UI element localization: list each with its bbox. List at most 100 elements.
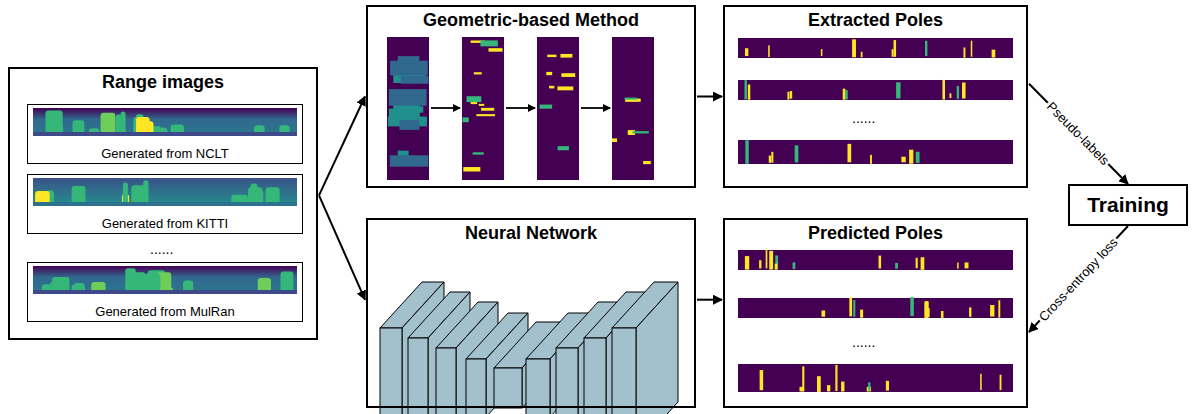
image-panel: Generated from NCLT xyxy=(27,104,303,164)
pole-strip xyxy=(738,140,1013,164)
image-caption: Generated from NCLT xyxy=(28,146,302,161)
illustration-stroke xyxy=(389,89,427,106)
illustration-stroke xyxy=(744,80,746,99)
pole-strip xyxy=(738,364,1013,392)
illustration-stroke xyxy=(745,256,749,269)
illustration-stroke xyxy=(849,298,852,317)
stage-box: Geometric-based Method xyxy=(366,5,696,188)
stage-box: Predicted Poles xyxy=(723,218,1028,408)
illustration-stroke xyxy=(916,152,920,163)
illustration-stroke xyxy=(473,152,484,154)
step-arrow xyxy=(431,107,460,109)
illustration-stroke xyxy=(759,260,761,268)
illustration-stroke xyxy=(766,249,768,269)
illustration-stroke xyxy=(950,93,952,98)
box-label: Training xyxy=(1087,193,1169,217)
illustration-stroke xyxy=(398,56,420,74)
image-caption: Generated from KITTI xyxy=(28,216,302,231)
illustration-stroke xyxy=(633,131,649,133)
range-image xyxy=(33,178,297,206)
illustration-stroke xyxy=(963,47,965,57)
illustration-stroke xyxy=(546,72,552,75)
flow-arrow xyxy=(319,97,365,196)
network-layer xyxy=(380,328,402,414)
illustration-stroke xyxy=(992,50,996,58)
illustration-stroke xyxy=(748,84,750,99)
illustration-stroke xyxy=(901,157,905,163)
illustration-stroke xyxy=(775,255,778,269)
illustration-stroke xyxy=(910,297,914,316)
illustration-stroke xyxy=(848,144,852,162)
network-layer xyxy=(526,359,550,414)
illustration-stroke xyxy=(892,49,894,57)
illustration-stroke xyxy=(481,108,494,111)
illustration-stroke xyxy=(790,91,792,99)
illustration-stroke xyxy=(760,370,764,390)
illustration-stroke xyxy=(928,308,930,317)
flow-arrow xyxy=(1029,226,1128,332)
illustration-stroke xyxy=(861,52,863,57)
flow-arrow xyxy=(1029,84,1128,184)
illustration-stroke xyxy=(33,132,297,136)
illustration-stroke xyxy=(969,307,971,316)
network-layer xyxy=(636,282,678,414)
illustration-stroke xyxy=(942,80,945,100)
illustration-stroke xyxy=(957,263,959,269)
image-panel: Generated from MulRan xyxy=(27,262,303,322)
illustration-stroke xyxy=(822,310,826,316)
illustration-stroke xyxy=(1000,375,1002,390)
range-column xyxy=(462,37,504,180)
illustration-stroke xyxy=(962,83,966,99)
illustration-stroke xyxy=(463,167,480,171)
box-title: Predicted Poles xyxy=(725,223,1026,244)
illustration-stroke xyxy=(821,49,823,56)
illustration-stroke xyxy=(870,155,872,164)
ellipsis: ...... xyxy=(852,334,875,350)
flow-arrow xyxy=(697,299,722,301)
illustration-stroke xyxy=(843,89,846,100)
illustration-stroke xyxy=(853,300,855,317)
box-title: Range images xyxy=(10,72,316,93)
illustration-stroke xyxy=(894,40,897,57)
edge-label: Pseudo-labels xyxy=(1043,98,1114,170)
network-layer xyxy=(494,368,522,408)
box-title: Extracted Poles xyxy=(725,10,1026,31)
illustration-stroke xyxy=(909,150,913,164)
illustration-stroke xyxy=(625,99,641,102)
illustration-stroke xyxy=(990,305,994,317)
illustration-stroke xyxy=(795,145,799,162)
edge-label: Cross-entropy loss xyxy=(1035,233,1123,325)
illustration-stroke xyxy=(390,155,428,166)
illustration-stroke xyxy=(540,105,553,109)
illustration-stroke xyxy=(399,119,419,130)
range-column xyxy=(537,37,579,180)
illustration-stroke xyxy=(558,146,569,150)
illustration-stroke xyxy=(896,82,900,98)
network-layer xyxy=(584,338,606,414)
illustration-stroke xyxy=(980,374,982,390)
illustration-stroke xyxy=(957,86,959,99)
illustration-stroke xyxy=(549,86,554,89)
flow-arrow xyxy=(697,96,722,98)
illustration-stroke xyxy=(560,54,572,58)
illustration-stroke xyxy=(998,300,1000,317)
illustration-stroke xyxy=(557,86,573,90)
illustration-stroke xyxy=(845,90,847,99)
range-column xyxy=(612,37,654,180)
illustration-stroke xyxy=(921,257,925,270)
illustration-stroke xyxy=(802,366,804,391)
pole-strip xyxy=(738,38,1013,58)
illustration-stroke xyxy=(925,41,927,56)
illustration-stroke xyxy=(941,311,944,318)
illustration-stroke xyxy=(886,381,889,391)
illustration-stroke xyxy=(895,263,898,269)
illustration-stroke xyxy=(625,98,638,100)
image-panel: Generated from KITTI xyxy=(27,174,303,234)
box-title: Neural Network xyxy=(368,223,694,244)
illustration-stroke xyxy=(474,72,482,74)
image-caption: Generated from MulRan xyxy=(28,304,302,319)
illustration-stroke xyxy=(841,382,844,392)
illustration-stroke xyxy=(769,156,771,163)
